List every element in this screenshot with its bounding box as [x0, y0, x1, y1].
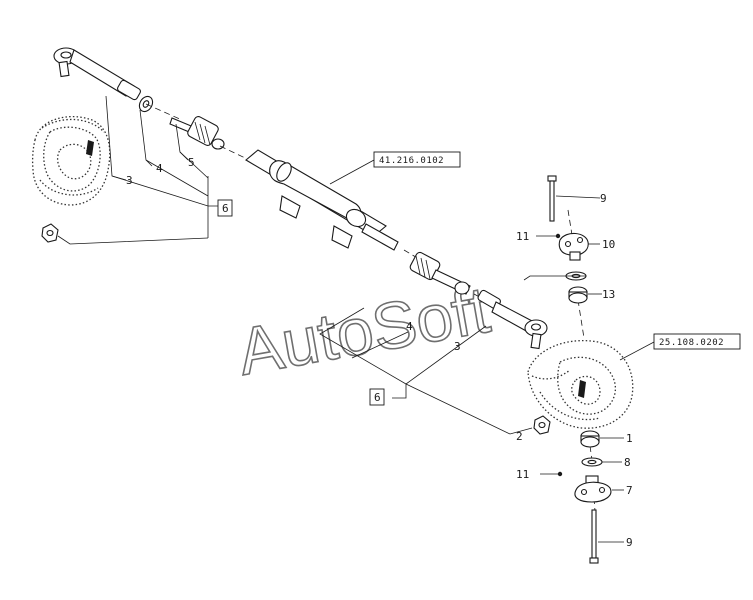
- callout-6-mid: 6: [369, 388, 385, 406]
- tie-rod-end-left: [53, 47, 141, 101]
- callout-13: 13: [602, 288, 615, 301]
- callout-7: 7: [626, 484, 633, 497]
- callout-5-upper: 5: [188, 156, 195, 169]
- inner-ball-joint-upper: [169, 116, 225, 150]
- left-knuckle-housing: [31, 116, 111, 206]
- bolt-upper: [547, 175, 557, 222]
- svg-text:6: 6: [374, 391, 381, 404]
- reference-box-right[interactable]: 25.108.0202: [653, 333, 741, 350]
- nut-left: [41, 223, 59, 243]
- callout-4-mid: 4: [406, 320, 413, 333]
- reference-code-right: 25.108.0202: [659, 338, 724, 348]
- callout-4-upper: 4: [156, 162, 163, 175]
- grease-nipple-lower: [557, 471, 563, 477]
- kingpin-cap-lower: [574, 475, 612, 503]
- callout-6-upper: 6: [217, 199, 233, 217]
- callout-11-lower: 11: [516, 468, 529, 481]
- inner-ball-joint-lower: [409, 251, 471, 295]
- callout-1: 1: [626, 432, 633, 445]
- svg-text:6: 6: [222, 202, 229, 215]
- reference-box-upper[interactable]: 41.216.0102: [373, 151, 461, 168]
- bearing-upper: [568, 286, 588, 304]
- callout-8: 8: [624, 456, 631, 469]
- tie-rod-end-right: [477, 289, 548, 350]
- grease-nipple-upper: [555, 233, 561, 239]
- callout-9-upper: 9: [600, 192, 607, 205]
- callout-10: 10: [602, 238, 615, 251]
- steering-cylinder: [245, 149, 399, 251]
- kingpin-cap-upper: [558, 232, 589, 261]
- callout-3-mid: 3: [454, 340, 461, 353]
- bolt-lower: [589, 509, 599, 564]
- bearing-lower: [580, 430, 600, 448]
- callout-2: 2: [516, 430, 523, 443]
- callout-3-upper: 3: [126, 174, 133, 187]
- right-knuckle-housing: [527, 340, 634, 429]
- callout-11-upper: 11: [516, 230, 529, 243]
- nut-right: [533, 415, 551, 435]
- reference-code-upper: 41.216.0102: [379, 156, 444, 166]
- callout-9-lower: 9: [626, 536, 633, 549]
